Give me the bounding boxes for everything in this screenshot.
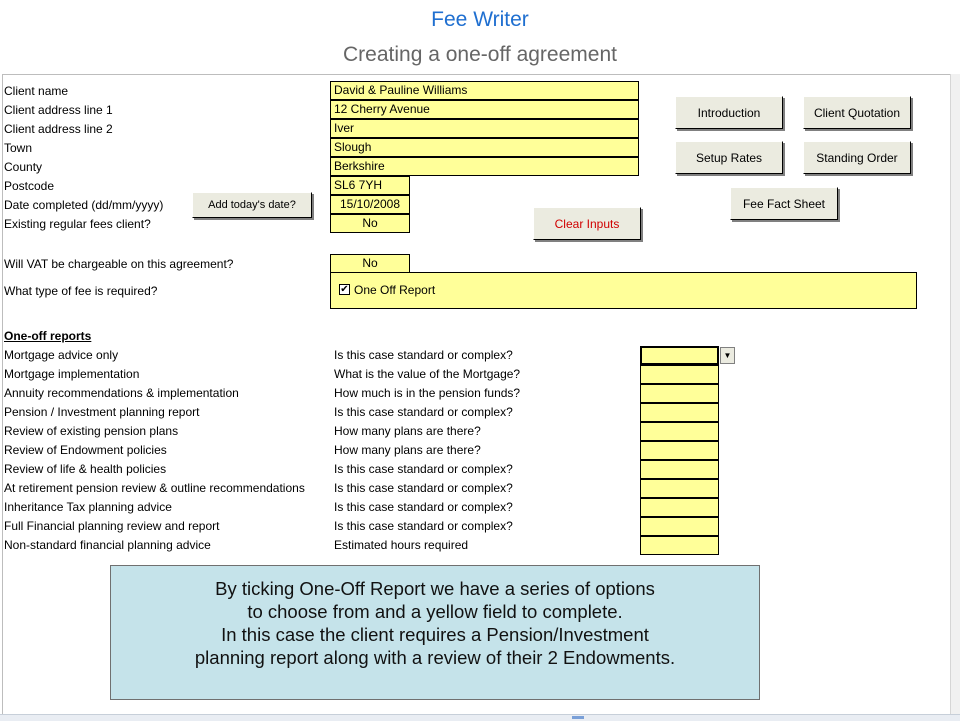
- label-address-line-1: Client address line 1: [4, 103, 113, 117]
- callout-line: By ticking One-Off Report we have a seri…: [215, 578, 655, 599]
- fee-fact-sheet-button[interactable]: Fee Fact Sheet: [730, 187, 838, 220]
- answer-cell[interactable]: [640, 460, 719, 479]
- report-label: Mortgage implementation: [4, 367, 140, 381]
- label-date-completed: Date completed (dd/mm/yyyy): [4, 198, 164, 212]
- report-label: Review of Endowment policies: [4, 443, 167, 457]
- label-town: Town: [4, 141, 33, 155]
- label-fee-type: What type of fee is required?: [4, 284, 158, 298]
- report-question: Estimated hours required: [334, 538, 469, 552]
- answer-cell[interactable]: [640, 517, 719, 536]
- report-question: How much is in the pension funds?: [334, 386, 521, 400]
- clear-inputs-button[interactable]: Clear Inputs: [533, 207, 641, 240]
- report-label: Annuity recommendations & implementation: [4, 386, 239, 400]
- answer-cell[interactable]: [640, 498, 719, 517]
- client-name-field[interactable]: David & Pauline Williams: [330, 81, 639, 100]
- vat-field[interactable]: No: [330, 254, 410, 273]
- answer-cell[interactable]: [640, 479, 719, 498]
- callout-line: In this case the client requires a Pensi…: [221, 624, 649, 645]
- standing-order-button[interactable]: Standing Order: [803, 141, 911, 174]
- sheet-tab-bar: [0, 714, 960, 721]
- label-postcode: Postcode: [4, 179, 55, 193]
- answer-cell[interactable]: [640, 536, 719, 555]
- page-title: Fee Writer: [431, 8, 529, 31]
- answer-cell[interactable]: [640, 365, 719, 384]
- report-label: Mortgage advice only: [4, 348, 119, 362]
- page-subtitle: Creating a one-off agreement: [343, 43, 617, 66]
- one-off-report-label[interactable]: One Off Report: [354, 283, 436, 297]
- report-label: Pension / Investment planning report: [4, 405, 200, 419]
- report-question: Is this case standard or complex?: [334, 500, 513, 514]
- vertical-scrollbar[interactable]: [950, 74, 960, 714]
- label-existing-client: Existing regular fees client?: [4, 217, 151, 231]
- report-question: Is this case standard or complex?: [334, 348, 513, 362]
- report-label: Non-standard financial planning advice: [4, 538, 211, 552]
- report-label: Full Financial planning review and repor…: [4, 519, 220, 533]
- report-question: Is this case standard or complex?: [334, 519, 513, 533]
- report-label: Inheritance Tax planning advice: [4, 500, 172, 514]
- report-question: How many plans are there?: [334, 424, 481, 438]
- report-question: Is this case standard or complex?: [334, 405, 513, 419]
- callout-line: to choose from and a yellow field to com…: [247, 601, 623, 622]
- existing-client-field[interactable]: No: [330, 214, 410, 233]
- town-field[interactable]: Slough: [330, 138, 639, 157]
- label-county: County: [4, 160, 43, 174]
- label-vat: Will VAT be chargeable on this agreement…: [4, 257, 234, 271]
- report-question: Is this case standard or complex?: [334, 481, 513, 495]
- report-label: At retirement pension review & outline r…: [4, 481, 305, 495]
- dropdown-arrow-icon[interactable]: ▼: [720, 347, 735, 364]
- report-question: How many plans are there?: [334, 443, 481, 457]
- report-question: Is this case standard or complex?: [334, 462, 513, 476]
- address-line-1-field[interactable]: 12 Cherry Avenue: [330, 100, 639, 119]
- report-question: What is the value of the Mortgage?: [334, 367, 521, 381]
- answer-cell[interactable]: [640, 403, 719, 422]
- add-todays-date-button[interactable]: Add today's date?: [192, 192, 312, 218]
- explanation-callout: By ticking One-Off Report we have a seri…: [110, 565, 760, 700]
- sheet-tab[interactable]: [572, 716, 584, 719]
- callout-line: planning report along with a review of t…: [194, 647, 676, 668]
- county-field[interactable]: Berkshire: [330, 157, 639, 176]
- answer-cell[interactable]: [640, 441, 719, 460]
- one-off-reports-heading: One-off reports: [4, 329, 92, 343]
- report-label: Review of life & health policies: [4, 462, 167, 476]
- client-quotation-button[interactable]: Client Quotation: [803, 96, 911, 129]
- answer-cell[interactable]: [640, 422, 719, 441]
- one-off-report-checkbox[interactable]: ✔: [339, 284, 350, 295]
- report-label: Review of existing pension plans: [4, 424, 179, 438]
- answer-cell-dropdown[interactable]: [640, 346, 719, 365]
- postcode-field[interactable]: SL6 7YH: [330, 176, 410, 195]
- setup-rates-button[interactable]: Setup Rates: [675, 141, 783, 174]
- introduction-button[interactable]: Introduction: [675, 96, 783, 129]
- answer-cell[interactable]: [640, 384, 719, 403]
- address-line-2-field[interactable]: Iver: [330, 119, 639, 138]
- label-address-line-2: Client address line 2: [4, 122, 113, 136]
- label-client-name: Client name: [4, 84, 69, 98]
- date-completed-field[interactable]: 15/10/2008: [330, 195, 410, 214]
- fee-type-box: ✔ One Off Report: [330, 272, 917, 309]
